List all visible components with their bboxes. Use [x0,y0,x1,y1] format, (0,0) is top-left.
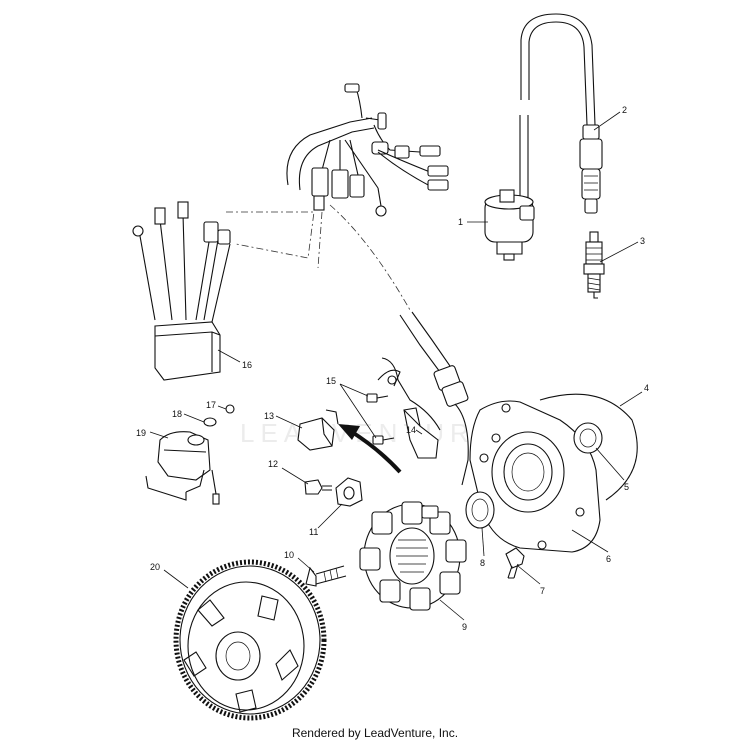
spark-plug-wire [519,13,596,210]
bolt-7 [505,547,525,579]
part-label-3: 3 [640,236,645,246]
part-label-20: 20 [150,562,160,572]
cdi-module [132,201,231,381]
screws-15 [366,369,401,445]
part-label-8: 8 [480,558,485,568]
part-label-16: 16 [242,360,252,370]
part-label-19: 19 [136,428,146,438]
footer-credit: Rendered by LeadVenture, Inc. [291,726,459,740]
stator-plate [469,400,601,553]
stator-cable [381,311,469,486]
part-label-11: 11 [309,527,318,537]
part-label-13: 13 [264,411,274,421]
part-label-10: 10 [284,550,294,560]
spark-plug [583,231,605,299]
ignition-coil [484,189,535,261]
flywheel-20 [173,559,327,721]
wiring-harness [286,83,449,217]
part-labels: 1 2 3 4 5 6 7 8 9 10 11 12 13 14 15 16 1… [136,105,649,632]
bolt-10 [305,565,347,587]
seal-8 [465,491,495,529]
part-label-12: 12 [268,459,278,469]
part-label-17: 17 [206,400,216,410]
part-label-9: 9 [462,622,467,632]
part-label-6: 6 [606,554,611,564]
part-label-2: 2 [622,105,627,115]
stator-9 [359,501,467,611]
part-label-15: 15 [326,376,336,386]
part-label-7: 7 [540,586,545,596]
part-label-1: 1 [458,217,463,227]
part-label-14: 14 [406,425,416,435]
part-label-4: 4 [644,383,649,393]
pulser-coil [297,409,339,451]
part-label-18: 18 [172,409,182,419]
assembly-arrow [338,424,402,474]
spark-plug-cap [579,124,603,214]
part-label-5: 5 [624,482,629,492]
seal-5 [573,422,603,454]
leader-lines [149,111,643,621]
bracket-11 [335,477,363,507]
screw-12 [304,479,332,495]
starter-solenoid [145,404,235,505]
oring-4 [539,393,638,501]
